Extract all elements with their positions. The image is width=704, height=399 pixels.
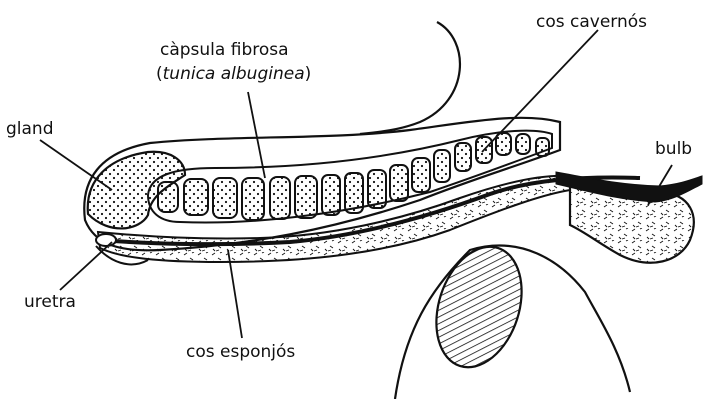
pubic-outline [360, 22, 460, 134]
leader-uretra [60, 242, 112, 290]
leader-cos-esponjos [228, 250, 242, 338]
pubic-bone-section [422, 236, 536, 379]
label-cos-esponjos: cos esponjós [186, 342, 295, 362]
label-capsula-fibrosa: càpsula fibrosa [160, 40, 289, 60]
label-cos-cavernos: cos cavernós [536, 12, 647, 32]
label-gland: gland [6, 119, 54, 139]
label-bulb: bulb [655, 139, 692, 159]
label-tunica-albuginea: (tunica albuginea) [156, 64, 311, 84]
label-tunica-albuginea-text: tunica albuginea [163, 64, 305, 84]
label-uretra: uretra [24, 292, 76, 312]
meatus [96, 234, 116, 246]
